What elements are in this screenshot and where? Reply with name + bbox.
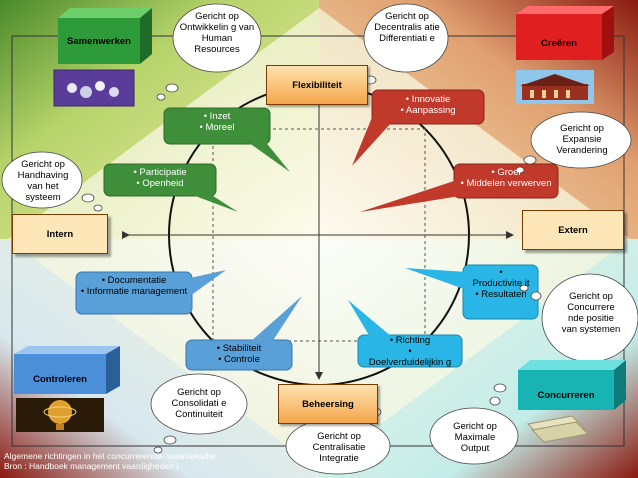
callout-productiviteit-line-3: • Resultaten bbox=[475, 288, 527, 300]
cloud-handhaving bbox=[1, 151, 103, 212]
cloud-text-decentralisatie: Gericht op Decentralis atie Differentiat… bbox=[374, 11, 440, 44]
callout-stabiliteit-line-1: • Stabiliteit bbox=[216, 343, 262, 354]
axis-label-extern: Extern bbox=[522, 210, 624, 250]
cloud-expansie bbox=[515, 111, 632, 174]
callout-documentatie-shape bbox=[75, 270, 226, 315]
callout-stabiliteit-line-2: • Controle bbox=[218, 353, 260, 365]
corner-label-samenwerken: Samenwerken bbox=[67, 36, 131, 47]
callout-stabiliteit-shape bbox=[185, 296, 302, 371]
callout-productiviteit-shape bbox=[405, 264, 539, 320]
callout-productiviteit: • Productivite it • Resultaten bbox=[466, 267, 536, 301]
photo-chess-pieces bbox=[53, 69, 135, 107]
footer-caption: Algemene richtingen in het concurrerende… bbox=[4, 451, 217, 472]
axis-label-beheersing: Beheersing bbox=[278, 384, 378, 424]
callout-inzet-line-2: • Moreel bbox=[199, 121, 235, 133]
cloud-text-maximale-output: Gericht op Maximale Output bbox=[453, 421, 497, 454]
callout-richting-line-2: • bbox=[408, 345, 412, 357]
cloud-text-concurrerende-positie: Gericht op Concurrere nde positie van sy… bbox=[561, 291, 621, 335]
callout-documentatie-line-2: • Informatie management bbox=[80, 285, 188, 297]
corner-label-controleren: Controleren bbox=[33, 374, 87, 385]
photo-building bbox=[516, 70, 594, 104]
cloud-text-consolidatie: Gericht op Consolidati e Continuiteit bbox=[171, 387, 227, 420]
callout-groei-line-1: • Groei bbox=[491, 167, 521, 178]
callout-richting: • Richting • Doelverduidelijkin g bbox=[360, 335, 460, 369]
callout-documentatie: • Documentatie • Informatie management bbox=[78, 275, 190, 298]
cloud-text-expansie: Gericht op Expansie Verandering bbox=[556, 123, 608, 156]
callout-stabiliteit: • Stabiliteit • Controle bbox=[186, 343, 292, 366]
callout-inzet-shape bbox=[163, 107, 290, 172]
callout-inzet-line-1: • Inzet bbox=[203, 111, 231, 122]
callout-participatie: • Participatie • Openheid bbox=[104, 167, 216, 190]
footer-line-2: Bron : Handboek management vaardigheden … bbox=[4, 460, 179, 471]
callout-richting-line-3: Doelverduidelijkin g bbox=[368, 356, 452, 368]
callout-productiviteit-line-1: • bbox=[499, 267, 503, 278]
callout-inzet: • Inzet • Moreel bbox=[164, 111, 270, 134]
callout-innovatie-line-2: • Aanpassing bbox=[400, 104, 456, 116]
cloud-text-centralisatie: Gericht op Centralisatie Integratie bbox=[312, 431, 366, 464]
cube-samenwerken bbox=[58, 8, 152, 64]
callout-richting-shape bbox=[348, 300, 463, 368]
callout-participatie-line-1: • Participatie bbox=[133, 167, 187, 178]
cloud-text-human-resources: Gericht op Ontwikkelin g van Human Resou… bbox=[179, 11, 255, 55]
cloud-human-resources bbox=[156, 3, 262, 101]
callout-innovatie: • Innovatie • Aanpassing bbox=[372, 94, 484, 117]
cube-concurreren bbox=[518, 360, 626, 410]
callout-groei-shape bbox=[360, 163, 559, 212]
cube-controleren bbox=[14, 346, 120, 394]
photo-banknotes bbox=[526, 415, 590, 443]
photo-globe bbox=[16, 398, 104, 432]
callout-innovatie-shape bbox=[352, 89, 485, 166]
cloud-text-handhaving: Gericht op Handhaving van het systeem bbox=[17, 159, 69, 203]
callout-richting-line-1: • Richting bbox=[389, 335, 431, 346]
callout-participatie-shape bbox=[103, 163, 238, 212]
cube-creeren bbox=[516, 6, 614, 60]
callout-participatie-line-2: • Openheid bbox=[136, 177, 184, 189]
axis-label-intern: Intern bbox=[12, 214, 108, 254]
footer-line-1: Algemene richtingen in het concurrerende… bbox=[4, 451, 217, 461]
callout-documentatie-line-1: • Documentatie bbox=[101, 275, 167, 286]
axis-label-flexibiliteit: Flexibiliteit bbox=[266, 65, 368, 105]
corner-label-creeren: Creëren bbox=[541, 38, 577, 49]
callout-groei-line-2: • Middelen verwerven bbox=[460, 177, 552, 189]
callout-innovatie-line-1: • Innovatie bbox=[405, 94, 451, 105]
cloud-consolidatie bbox=[150, 373, 248, 454]
callout-groei: • Groei • Middelen verwerven bbox=[454, 167, 558, 190]
corner-label-concurreren: Concurreren bbox=[537, 390, 595, 401]
cloud-maximale-output bbox=[429, 383, 519, 465]
callout-productiviteit-line-2: Productivite it bbox=[472, 277, 530, 289]
